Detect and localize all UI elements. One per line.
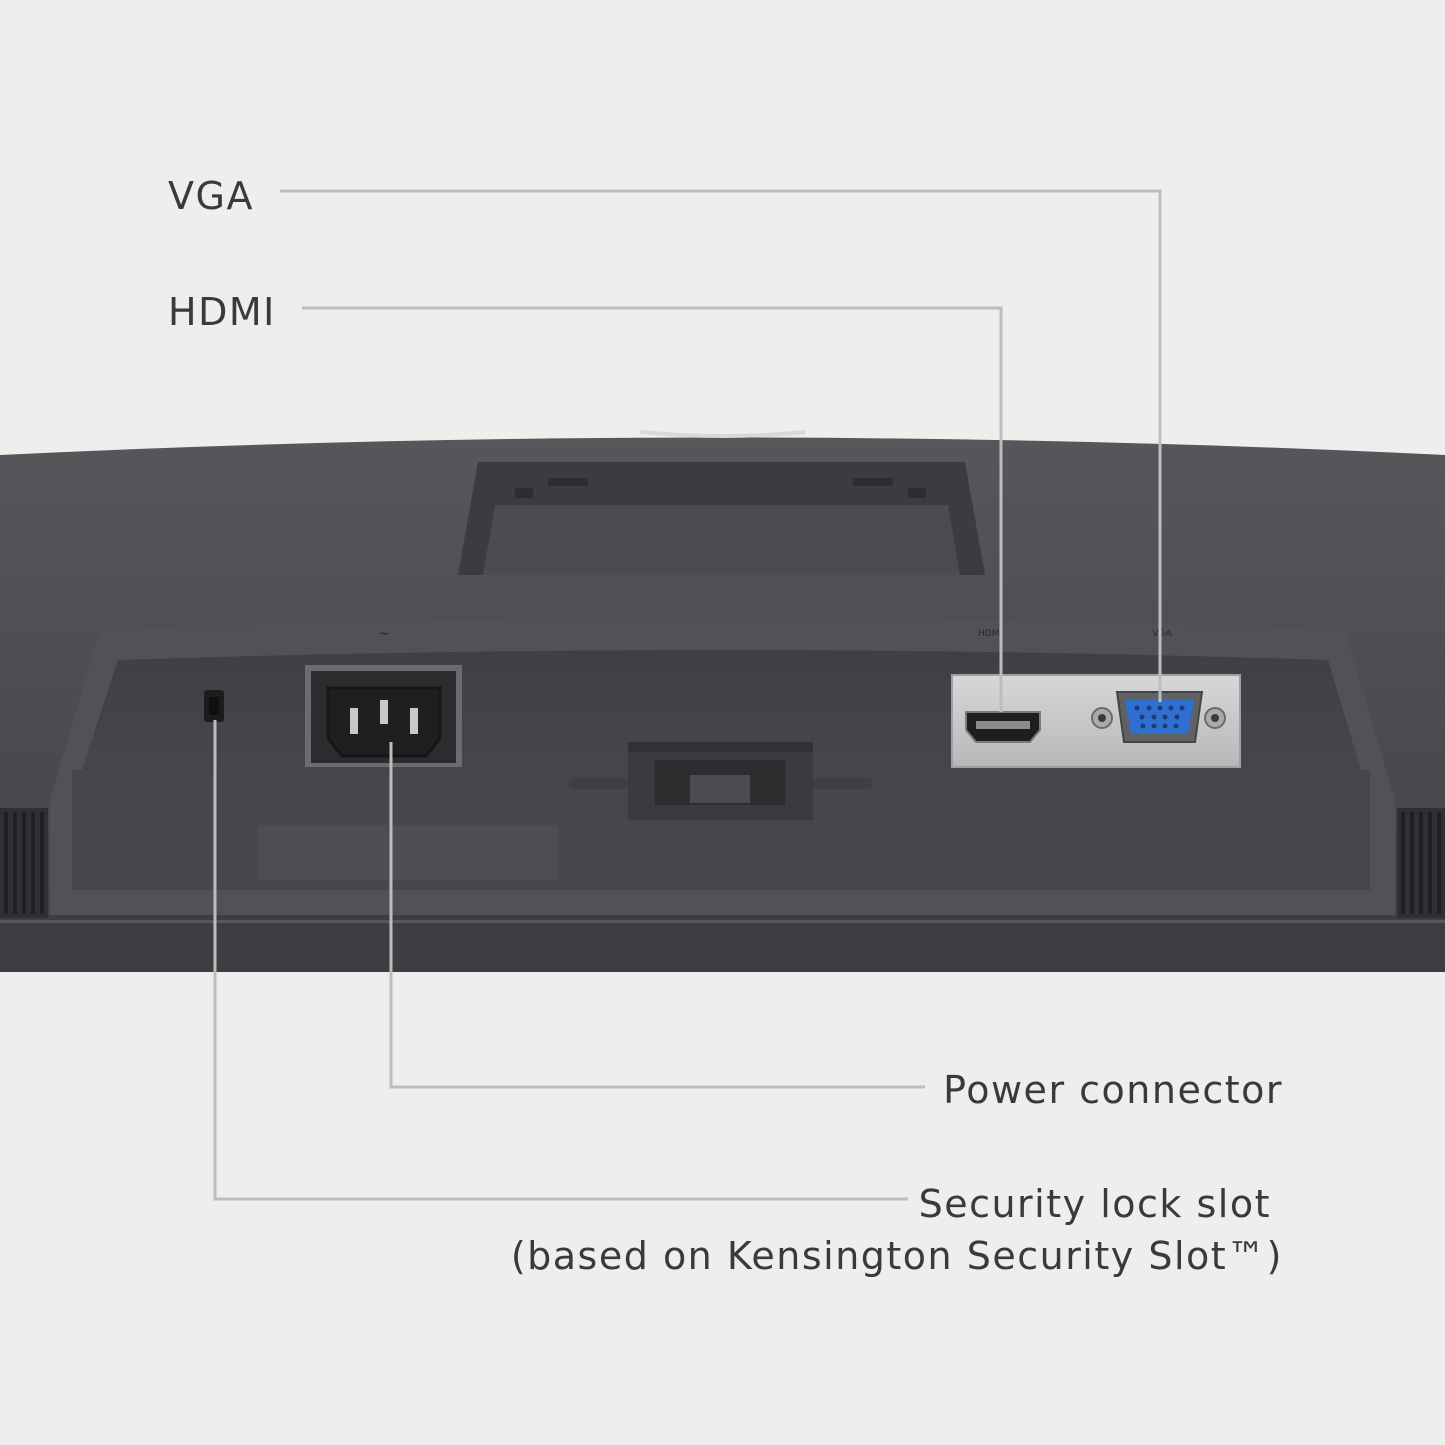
iec-c14-power-socket-icon: ~ bbox=[305, 626, 462, 767]
vga-callout-label: VGA bbox=[168, 174, 254, 218]
security-slot-callout-sublabel: (based on Kensington Security Slot™) bbox=[510, 1234, 1283, 1278]
svg-text:~: ~ bbox=[378, 626, 390, 642]
hdmi-port-icon: HDMI bbox=[965, 629, 1041, 743]
left-vent-grille bbox=[0, 808, 48, 918]
hdmi-leader-line bbox=[302, 306, 1003, 712]
vga-leader-line bbox=[280, 189, 1162, 702]
power-connector-callout-label: Power connector bbox=[943, 1068, 1283, 1112]
security-slot-callout-label: Security lock slot bbox=[918, 1182, 1271, 1226]
security-slot-icon bbox=[204, 690, 224, 722]
vesa-mount-recess bbox=[458, 462, 985, 575]
right-vent-grille bbox=[1397, 808, 1445, 918]
hdmi-callout-label: HDMI bbox=[168, 290, 276, 334]
stand-bracket bbox=[568, 742, 873, 820]
svg-text:HDMI: HDMI bbox=[978, 629, 1002, 639]
security-leader-line bbox=[213, 720, 908, 1201]
vga-port-icon: VGA bbox=[1091, 629, 1226, 743]
power-leader-line bbox=[389, 742, 925, 1089]
svg-text:VGA: VGA bbox=[1152, 629, 1172, 639]
leader-lines bbox=[213, 189, 1162, 1201]
